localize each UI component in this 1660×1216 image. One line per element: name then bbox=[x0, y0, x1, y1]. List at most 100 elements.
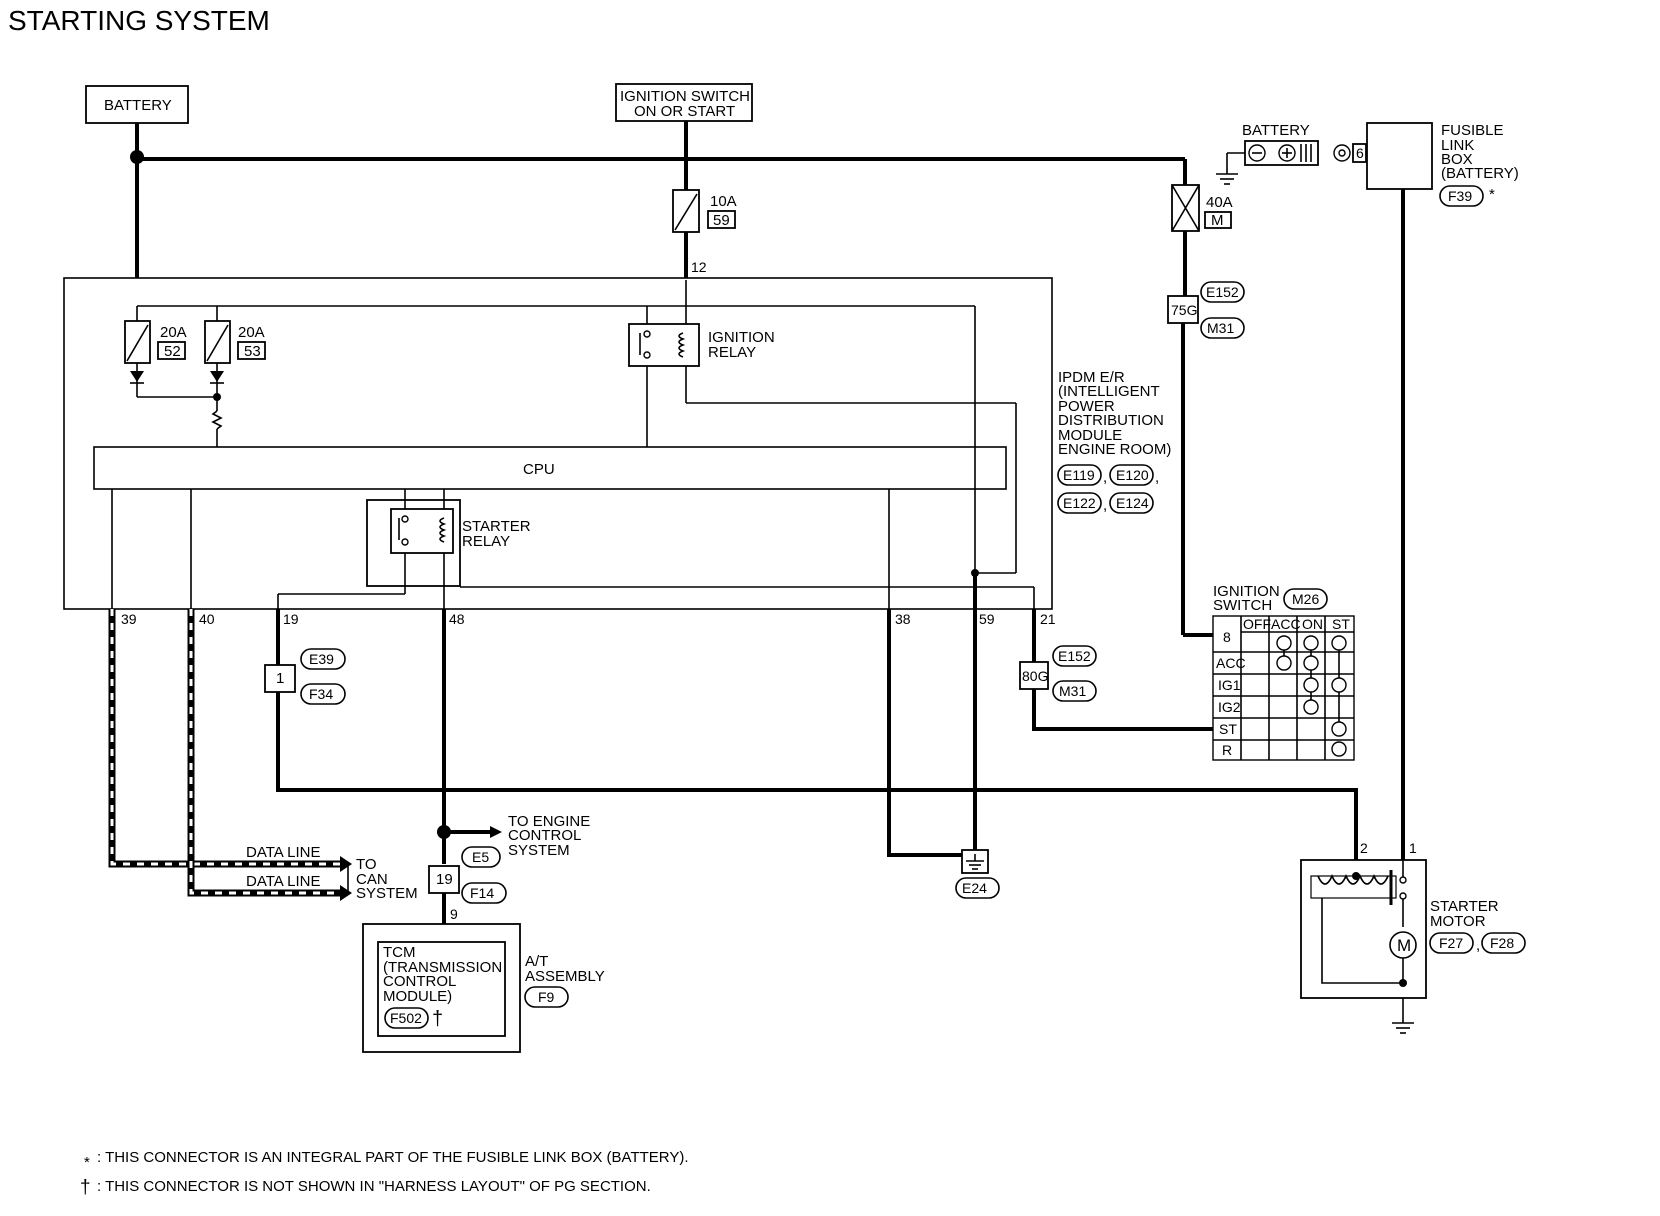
svg-text:E152: E152 bbox=[1058, 648, 1091, 664]
svg-text:CONTROL: CONTROL bbox=[383, 973, 456, 990]
svg-text:38: 38 bbox=[895, 611, 911, 627]
svg-text:E119: E119 bbox=[1063, 467, 1095, 483]
svg-text:RELAY: RELAY bbox=[462, 533, 510, 550]
svg-text:E5: E5 bbox=[472, 849, 489, 865]
svg-text:SYSTEM: SYSTEM bbox=[356, 885, 418, 902]
svg-text:1: 1 bbox=[1409, 840, 1417, 856]
svg-text:STARTER: STARTER bbox=[1430, 898, 1499, 915]
fusible-link-box: 6 FUSIBLE LINK BOX (BATTERY) F39 * bbox=[1333, 122, 1519, 207]
svg-text:,: , bbox=[1103, 469, 1107, 486]
can-data-lines: DATA LINE DATA LINE TO CAN SYSTEM bbox=[108, 609, 418, 902]
svg-text:†: † bbox=[80, 1177, 91, 1198]
svg-text:40: 40 bbox=[199, 611, 215, 627]
svg-text:8: 8 bbox=[1223, 629, 1231, 645]
svg-text:LINK: LINK bbox=[1441, 137, 1474, 154]
svg-text:,: , bbox=[1103, 497, 1107, 514]
battery-label: BATTERY bbox=[104, 97, 172, 114]
svg-text:F28: F28 bbox=[1490, 935, 1514, 951]
svg-text:OFF: OFF bbox=[1243, 616, 1271, 632]
pin-12: 12 bbox=[691, 259, 707, 275]
svg-text:40A: 40A bbox=[1206, 194, 1233, 211]
svg-text:,: , bbox=[1155, 469, 1159, 486]
svg-text:MODULE): MODULE) bbox=[383, 988, 452, 1005]
svg-text:F9: F9 bbox=[538, 989, 555, 1005]
svg-text:DISTRIBUTION: DISTRIBUTION bbox=[1058, 412, 1164, 429]
svg-text:20A: 20A bbox=[238, 324, 265, 341]
svg-text:21: 21 bbox=[1040, 611, 1056, 627]
svg-text:BOX: BOX bbox=[1441, 151, 1473, 168]
svg-text:TO ENGINE: TO ENGINE bbox=[508, 813, 590, 830]
svg-text:IPDM E/R: IPDM E/R bbox=[1058, 369, 1125, 386]
svg-text:20A: 20A bbox=[160, 324, 187, 341]
ignition-switch-label-1: IGNITION SWITCH bbox=[620, 88, 750, 105]
svg-text:MOTOR: MOTOR bbox=[1430, 913, 1486, 930]
svg-text:59: 59 bbox=[713, 212, 730, 229]
svg-text:F27: F27 bbox=[1439, 935, 1463, 951]
svg-text:9: 9 bbox=[450, 906, 458, 922]
svg-text:*: * bbox=[1489, 186, 1495, 203]
svg-text:BATTERY: BATTERY bbox=[1242, 122, 1310, 139]
svg-text:(INTELLIGENT: (INTELLIGENT bbox=[1058, 383, 1160, 400]
fuse-10a: 10A 59 bbox=[672, 189, 737, 233]
svg-text:ON: ON bbox=[1302, 616, 1323, 632]
ipdm-label: IPDM E/R (INTELLIGENT POWER DISTRIBUTION… bbox=[1057, 369, 1171, 514]
svg-text:6: 6 bbox=[1356, 145, 1364, 161]
svg-text:TO: TO bbox=[356, 856, 377, 873]
battery-source-box: BATTERY bbox=[85, 85, 189, 124]
svg-text:19: 19 bbox=[283, 611, 299, 627]
ignition-switch-table: IGNITION SWITCH M26 OFF ACC ON ST 8 ACC … bbox=[1212, 583, 1355, 761]
svg-text:SYSTEM: SYSTEM bbox=[508, 842, 570, 859]
svg-text:IG2: IG2 bbox=[1218, 699, 1241, 715]
svg-text:2: 2 bbox=[1360, 840, 1368, 856]
svg-text:FUSIBLE: FUSIBLE bbox=[1441, 122, 1504, 139]
svg-text:F34: F34 bbox=[309, 686, 333, 702]
page-title: STARTING SYSTEM bbox=[8, 5, 270, 36]
starter-motor: 1 M STARTER MOTOR F27 , F28 bbox=[1300, 840, 1526, 1034]
svg-text:DATA LINE: DATA LINE bbox=[246, 844, 320, 861]
svg-text:M26: M26 bbox=[1292, 591, 1319, 607]
svg-text:MODULE: MODULE bbox=[1058, 427, 1122, 444]
svg-text:POWER: POWER bbox=[1058, 398, 1115, 415]
svg-text:E152: E152 bbox=[1206, 284, 1239, 300]
svg-text:ASSEMBLY: ASSEMBLY bbox=[525, 968, 605, 985]
svg-text:M: M bbox=[1397, 936, 1411, 955]
svg-text:E122: E122 bbox=[1063, 495, 1096, 511]
junction-75g: 75G bbox=[1171, 302, 1197, 318]
fusible-link-40a: 40A M bbox=[1171, 184, 1233, 232]
junction-1: 1 bbox=[276, 670, 284, 687]
svg-text:ST: ST bbox=[1332, 616, 1350, 632]
svg-text:E39: E39 bbox=[309, 651, 334, 667]
svg-text:F502: F502 bbox=[390, 1010, 422, 1026]
svg-text:CAN: CAN bbox=[356, 871, 388, 888]
svg-text:IGNITION: IGNITION bbox=[708, 329, 775, 346]
svg-text:52: 52 bbox=[164, 343, 181, 360]
fuse-20a-52: 20A 52 bbox=[124, 320, 187, 384]
footnotes: * : THIS CONNECTOR IS AN INTEGRAL PART O… bbox=[80, 1149, 689, 1198]
svg-text:CONTROL: CONTROL bbox=[508, 827, 581, 844]
svg-text:A/T: A/T bbox=[525, 953, 548, 970]
svg-text:E124: E124 bbox=[1116, 495, 1149, 511]
svg-text:ACC: ACC bbox=[1271, 616, 1301, 632]
junction-19: 19 bbox=[436, 871, 453, 888]
svg-text:M31: M31 bbox=[1059, 683, 1086, 699]
svg-text:IG1: IG1 bbox=[1218, 677, 1241, 693]
svg-text:R: R bbox=[1222, 742, 1232, 758]
svg-text:DATA LINE: DATA LINE bbox=[246, 873, 320, 890]
svg-text:48: 48 bbox=[449, 611, 465, 627]
ignition-switch-label-2: ON OR START bbox=[634, 103, 735, 120]
cpu-block: CPU bbox=[93, 446, 1007, 490]
ground-e24: E24 bbox=[962, 880, 987, 896]
svg-text:(TRANSMISSION: (TRANSMISSION bbox=[383, 959, 502, 976]
junction-80g: 80G bbox=[1022, 668, 1048, 684]
svg-text:39: 39 bbox=[121, 611, 137, 627]
svg-text:*: * bbox=[84, 1154, 90, 1171]
svg-text:TCM: TCM bbox=[383, 944, 416, 961]
svg-text:†: † bbox=[432, 1008, 443, 1030]
svg-text:(BATTERY): (BATTERY) bbox=[1441, 165, 1519, 182]
svg-text:M31: M31 bbox=[1207, 320, 1234, 336]
svg-text:59: 59 bbox=[979, 611, 995, 627]
svg-text:ACC: ACC bbox=[1216, 655, 1246, 671]
battery-right: BATTERY bbox=[1216, 122, 1319, 185]
svg-text:CPU: CPU bbox=[523, 461, 555, 478]
